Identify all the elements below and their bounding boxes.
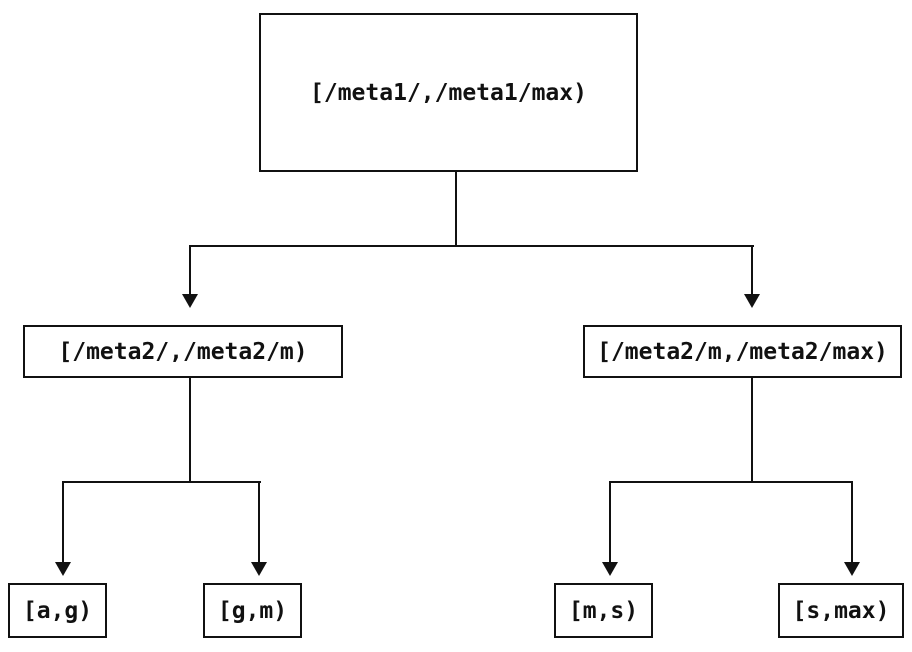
connector-level1-left-drop (189, 245, 191, 296)
node-leaf-ag-label: [a,g) (22, 597, 93, 624)
node-root-label: [/meta1/,/meta1/max) (310, 79, 587, 106)
arrowhead-to-meta2-left-icon (182, 294, 198, 308)
connector-level1-horizontal (189, 245, 754, 247)
node-leaf-smax-label: [s,max) (792, 597, 890, 624)
arrowhead-to-meta2-right-icon (744, 294, 760, 308)
connector-left-subtree-stem (189, 377, 191, 483)
connector-right-subtree-stem (751, 377, 753, 483)
connector-left-subtree-horizontal (62, 481, 261, 483)
node-leaf-ms-label: [m,s) (568, 597, 639, 624)
connector-root-stem (455, 172, 457, 246)
connector-drop-to-leaf-smax (851, 481, 853, 564)
arrowhead-to-leaf-smax-icon (844, 562, 860, 576)
connector-level1-right-drop (751, 245, 753, 296)
connector-right-subtree-horizontal (609, 481, 853, 483)
arrowhead-to-leaf-ms-icon (602, 562, 618, 576)
node-meta2-right-label: [/meta2/m,/meta2/max) (597, 338, 888, 365)
connector-drop-to-leaf-gm (258, 481, 260, 564)
node-leaf-ag: [a,g) (8, 583, 107, 638)
node-leaf-smax: [s,max) (778, 583, 904, 638)
connector-drop-to-leaf-ag (62, 481, 64, 564)
connector-drop-to-leaf-ms (609, 481, 611, 564)
arrowhead-to-leaf-gm-icon (251, 562, 267, 576)
node-meta2-left-label: [/meta2/,/meta2/m) (58, 338, 308, 365)
node-leaf-gm: [g,m) (203, 583, 302, 638)
node-leaf-ms: [m,s) (554, 583, 653, 638)
arrowhead-to-leaf-ag-icon (55, 562, 71, 576)
node-leaf-gm-label: [g,m) (217, 597, 288, 624)
node-meta2-left-range: [/meta2/,/meta2/m) (23, 325, 343, 378)
node-root-meta1-range: [/meta1/,/meta1/max) (259, 13, 638, 172)
node-meta2-right-range: [/meta2/m,/meta2/max) (583, 325, 902, 378)
